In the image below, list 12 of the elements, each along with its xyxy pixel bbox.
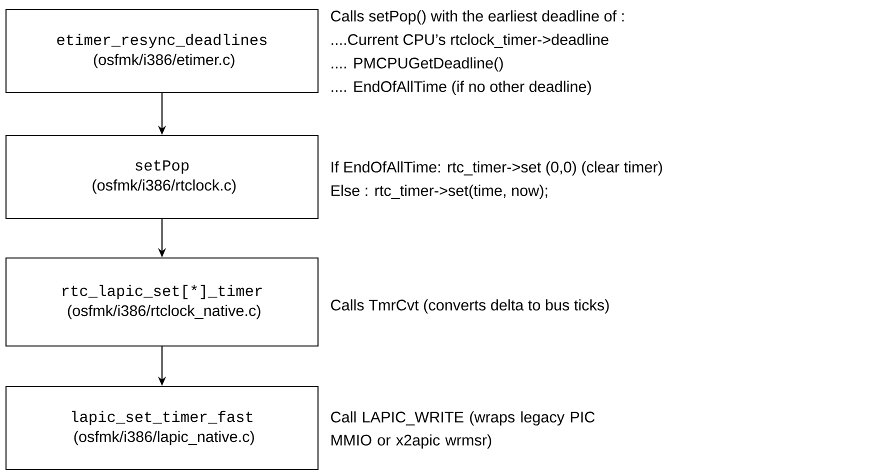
- process-box: rtc_lapic_set[*]_timer (osfmk/i386/rtclock_native.c): [5, 257, 319, 347]
- process-box: setPop (osfmk/i386/rtclock.c): [5, 134, 319, 220]
- process-box: lapic_set_timer_fast (osfmk/i386/lapic_native.c): [5, 386, 319, 470]
- description-text: Else : rtc_timer->set(time, now);: [332, 184, 548, 200]
- description-text: Calls setPop() with the earliest deadline of :: [331, 10, 624, 25]
- description-text: .... PMCPUGetDeadline(): [332, 57, 503, 72]
- description-text: Call LAPIC_WRITE (wraps legacy PIC MMIO or x2apic wrmsr): [331, 411, 595, 449]
- description-text: ....Current CPU’s rtclock_timer->deadline: [332, 34, 608, 48]
- description-text: If EndOfAllTime: rtc_timer->set (0,0) (clear timer): [332, 161, 662, 176]
- process-box: etimer_resync_deadlines (osfmk/i386/etimer.c): [5, 8, 319, 94]
- description-text: Calls TmrCvt (converts delta to bus ticks): [331, 299, 609, 314]
- description-text: .... EndOfAllTime (if no other deadline): [332, 80, 591, 96]
